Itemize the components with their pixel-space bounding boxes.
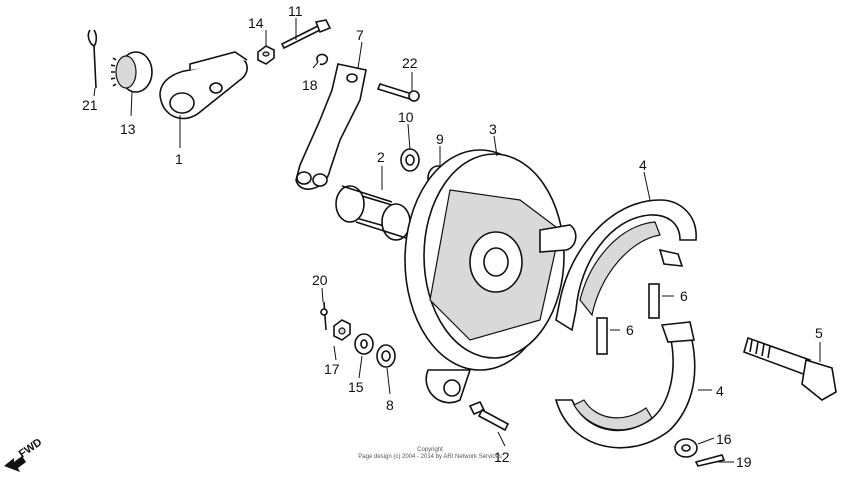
callout-11[interactable]: 11	[288, 3, 303, 19]
callout-4-lower[interactable]: 4	[716, 383, 724, 399]
callout-3[interactable]: 3	[489, 121, 497, 137]
callout-18[interactable]: 18	[302, 77, 318, 93]
callout-12[interactable]: 12	[494, 449, 510, 465]
callout-5[interactable]: 5	[815, 325, 823, 341]
part-11-bolt[interactable]	[280, 19, 332, 50]
callout-9[interactable]: 9	[436, 131, 444, 147]
callout-1[interactable]: 1	[175, 151, 183, 167]
callout-10[interactable]: 10	[398, 109, 414, 125]
fwd-indicator: FWD	[4, 436, 44, 472]
leader-lines	[93, 18, 821, 463]
part-10-seal[interactable]	[400, 148, 420, 172]
part-2-bushing[interactable]	[335, 185, 411, 241]
callout-20[interactable]: 20	[312, 272, 328, 288]
part-6-spring-lower[interactable]	[596, 317, 608, 355]
callout-16[interactable]: 16	[716, 431, 732, 447]
part-4-brake-shoe-lower[interactable]	[554, 321, 696, 449]
part-18-clip[interactable]	[316, 53, 329, 66]
part-20-bolt[interactable]	[320, 301, 328, 331]
part-21-cotter-pin[interactable]	[87, 29, 98, 89]
part-13-cap[interactable]	[110, 51, 153, 93]
callout-13[interactable]: 13	[120, 121, 136, 137]
callout-17[interactable]: 17	[324, 361, 340, 377]
part-8-washer[interactable]	[376, 344, 396, 368]
callout-2[interactable]: 2	[377, 149, 385, 165]
part-5-camshaft[interactable]	[743, 336, 837, 401]
part-7-link-arm[interactable]	[295, 63, 367, 190]
part-1-brake-arm[interactable]	[159, 51, 248, 120]
callouts: 21 13 1 14 11 18 7 22 10 9 3 2 4 6 6 4 5…	[82, 3, 823, 470]
callout-4-upper[interactable]: 4	[639, 157, 647, 173]
part-17-nut[interactable]	[333, 319, 351, 341]
callout-8[interactable]: 8	[386, 397, 394, 413]
part-6-spring-upper[interactable]	[648, 283, 660, 319]
part-3-brake-panel[interactable]	[404, 149, 577, 404]
part-12-bolt[interactable]	[468, 400, 510, 432]
part-19-cotter-pin[interactable]	[694, 454, 726, 467]
part-22-pin[interactable]	[376, 83, 420, 102]
callout-7[interactable]: 7	[356, 27, 364, 43]
part-14-nut[interactable]	[257, 45, 275, 65]
part-15-washer[interactable]	[354, 333, 374, 355]
callout-14[interactable]: 14	[248, 15, 264, 31]
callout-6-upper[interactable]: 6	[680, 288, 688, 304]
copyright-notice: Copyright Page design (c) 2004 - 2014 by…	[330, 447, 530, 461]
fwd-arrow-icon	[4, 456, 26, 472]
copyright-line-1: Copyright	[417, 447, 443, 453]
part-16-washer[interactable]	[674, 438, 698, 458]
callout-6-lower[interactable]: 6	[626, 322, 634, 338]
callout-19[interactable]: 19	[736, 454, 752, 470]
callout-22[interactable]: 22	[402, 55, 418, 71]
callout-21[interactable]: 21	[82, 97, 98, 113]
callout-15[interactable]: 15	[348, 379, 364, 395]
part-4-brake-shoe-upper[interactable]	[555, 199, 697, 332]
fwd-label: FWD	[17, 436, 44, 460]
copyright-line-2: Page design (c) 2004 - 2014 by ARI Netwo…	[358, 454, 502, 460]
